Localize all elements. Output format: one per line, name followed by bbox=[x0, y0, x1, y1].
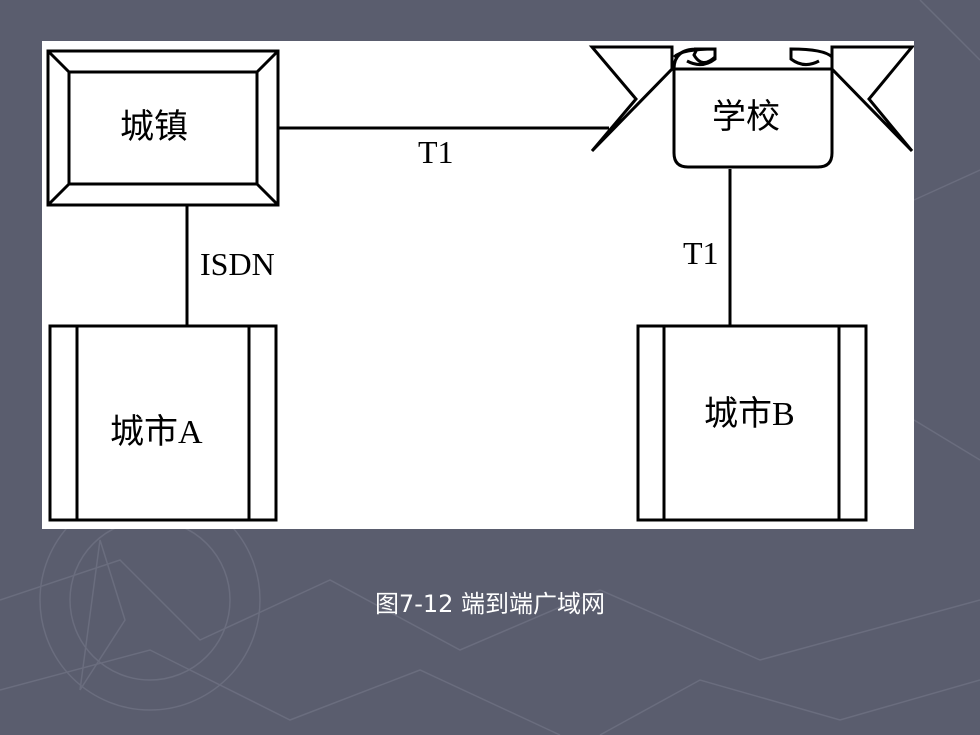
node-town-label: 城镇 bbox=[120, 109, 188, 146]
node-city-a-label: 城市A bbox=[110, 414, 203, 451]
diagram-panel: 城镇 学校 城市A 城市B T1 ISDN T1 bbox=[42, 41, 914, 529]
link-label-town-city-a: ISDN bbox=[200, 246, 275, 282]
node-school-shape bbox=[588, 45, 914, 169]
diagram-canvas bbox=[46, 45, 914, 522]
node-city-b-label: 城市B bbox=[704, 396, 795, 433]
node-school-label: 学校 bbox=[712, 99, 780, 136]
node-city-b-shape bbox=[636, 324, 868, 522]
link-label-school-city-b: T1 bbox=[683, 235, 719, 271]
node-city-a-shape bbox=[48, 324, 278, 522]
node-town-shape bbox=[46, 49, 280, 207]
link-label-town-school: T1 bbox=[418, 134, 454, 170]
figure-caption: 图7-12 端到端广域网 bbox=[374, 590, 606, 618]
